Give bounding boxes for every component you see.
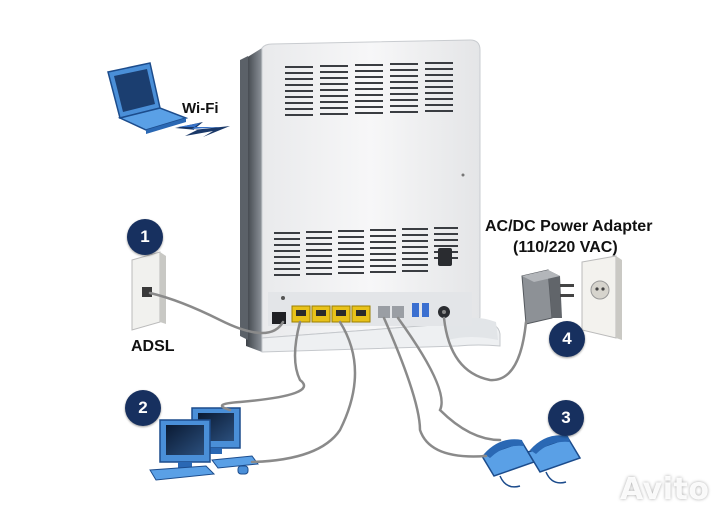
power-voltage-label: (110/220 VAC) [513, 239, 618, 256]
phone-cable-1 [382, 316, 488, 458]
power-cable [442, 316, 528, 382]
step-badge-2: 2 [125, 390, 161, 426]
lightning-icon [175, 122, 230, 137]
avito-watermark: Avito [620, 472, 710, 507]
cables [148, 291, 528, 464]
desktop-computers-icon [149, 407, 259, 481]
laptop-icon [107, 62, 189, 134]
power-adapter-icon [521, 269, 574, 325]
wall-outlet-icon [581, 255, 622, 340]
power-adapter-label: AC/DC Power Adapter [485, 218, 653, 235]
adsl-label: ADSL [131, 338, 175, 355]
router-icon [240, 39, 501, 353]
lan-cable-1 [220, 320, 306, 412]
wall-jack-icon [131, 251, 166, 331]
step-badge-4: 4 [549, 321, 585, 357]
lan-cable-2 [250, 320, 357, 464]
telephones-icon [480, 435, 582, 488]
adsl-cable [148, 291, 285, 335]
step-badge-1: 1 [127, 219, 163, 255]
wifi-label: Wi-Fi [182, 100, 219, 117]
step-badge-3: 3 [548, 400, 584, 436]
phone-cable-2 [396, 316, 502, 442]
